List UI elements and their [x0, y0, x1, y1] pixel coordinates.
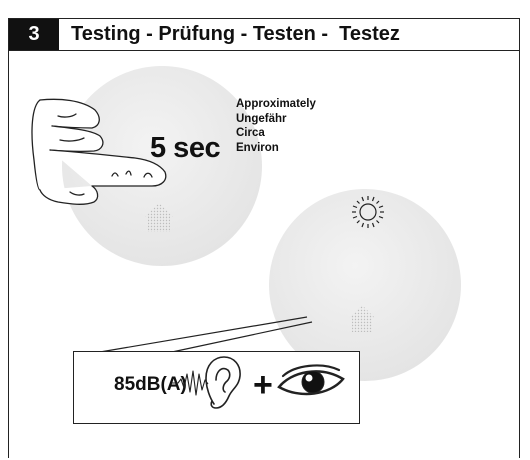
hand-icon [31, 98, 167, 205]
callout-pointer [99, 316, 313, 353]
step-title: Testing - Prüfung - Testen - Testez [71, 23, 400, 45]
press-duration: 5 sec [150, 132, 221, 164]
step-number: 3 [9, 19, 59, 50]
alarm-callout: 85dB(A) + [73, 351, 360, 424]
step-header: 3 Testing - Prüfung - Testen - Testez [9, 19, 519, 51]
approx-label: Circa [236, 127, 265, 139]
smoke-detector-left [62, 66, 262, 266]
home-icon [145, 203, 173, 232]
approx-label: Approximately [236, 98, 316, 110]
approx-label-list: Approximately Ungefähr Circa Environ [236, 97, 316, 155]
light-icon [352, 196, 384, 228]
sound-level-label: 85dB(A) [114, 374, 187, 395]
instruction-panel: 3 Testing - Prüfung - Testen - Testez [8, 18, 520, 458]
plus-sign: + [253, 366, 273, 404]
approx-label: Environ [236, 141, 279, 154]
smoke-detector-right [269, 189, 461, 381]
approx-label: Ungefähr [236, 112, 287, 125]
home-icon [349, 305, 375, 332]
